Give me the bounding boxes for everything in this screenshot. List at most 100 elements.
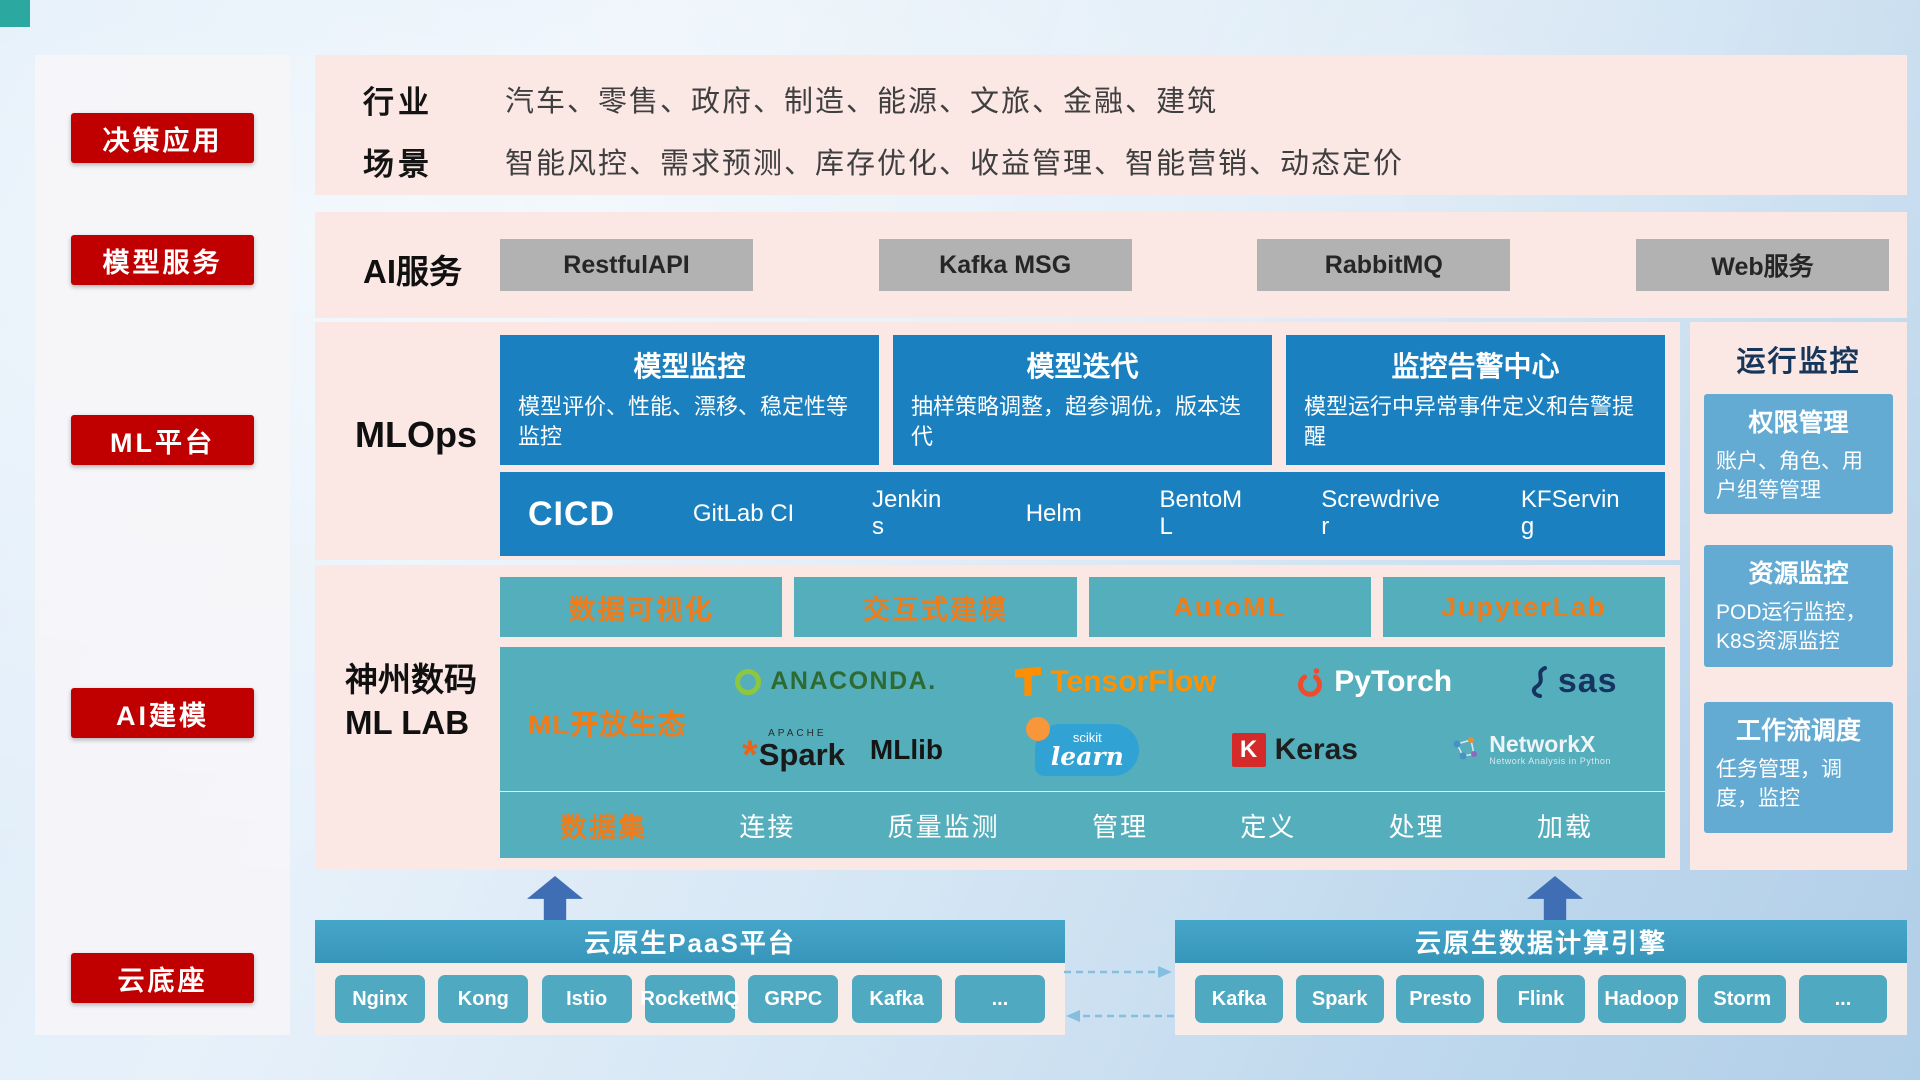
data-visualization-block: 数据可视化 <box>500 577 783 637</box>
scikit-wordmark: scikit <box>1072 729 1102 745</box>
cicd-bar: CICD GitLab CI Jenkins Helm BentoML Scre… <box>500 472 1665 556</box>
ecosystem-logos: ANACONDA. TensorFlow PyTorch <box>696 651 1657 787</box>
networkx-tagline: Network Analysis in Python <box>1489 756 1611 767</box>
kong-block: Kong <box>438 975 529 1023</box>
sidebar-item-ml-platform: ML平台 <box>71 415 254 465</box>
ml-lab-panel: 神州数码 ML LAB 数据可视化 交互式建模 AutoML JupyterLa… <box>315 565 1680 870</box>
rocketmq-block: RocketMQ <box>641 975 739 1023</box>
dataset-quality-item: 质量监测 <box>887 811 1000 842</box>
kafka-engine-block: Kafka <box>1195 975 1283 1023</box>
card-desc: 抽样策略调整，超参调优，版本迭代 <box>911 394 1242 449</box>
scenario-label: 场景 <box>363 146 433 182</box>
more-block: ... <box>954 975 1045 1023</box>
ml-ecosystem-label: ML开放生态 <box>528 709 687 740</box>
cicd-label: CICD <box>528 494 616 533</box>
permission-management-card: 权限管理 账户、角色、用户组等管理 <box>1704 394 1893 514</box>
industry-list: 汽车、零售、政府、制造、能源、文旅、金融、建筑 <box>505 86 1219 118</box>
scenario-row: 场景 智能风控、需求预测、库存优化、收益管理、智能营销、动态定价 <box>363 139 1402 183</box>
sidebar-item-cloud-base: 云底座 <box>71 953 254 1003</box>
card-desc: 账户、角色、用户组等管理 <box>1716 450 1863 503</box>
up-arrow-paas <box>527 876 583 920</box>
ai-services-label: AI服务 <box>363 253 462 290</box>
dataset-define-item: 定义 <box>1240 811 1297 842</box>
industry-row: 行业 汽车、零售、政府、制造、能源、文旅、金融、建筑 <box>363 77 1216 121</box>
scikit-learn-logo: scikit learn <box>1026 716 1140 776</box>
spark-block: Spark <box>1295 975 1384 1023</box>
workflow-scheduling-card: 工作流调度 任务管理，调度，监控 <box>1704 702 1893 833</box>
keras-logo: K Keras <box>1231 732 1358 767</box>
up-arrow-engine <box>1527 876 1583 920</box>
rabbitmq-block: RabbitMQ <box>1257 239 1511 291</box>
kfserving-item: KFServing <box>1520 486 1620 540</box>
keras-icon: K <box>1231 732 1266 767</box>
card-title: 资源监控 <box>1748 560 1849 588</box>
pytorch-logo: PyTorch <box>1295 665 1452 699</box>
dataset-connect-item: 连接 <box>739 811 796 842</box>
model-monitoring-card: 模型监控 模型评价、性能、漂移、稳定性等监控 <box>500 335 879 465</box>
grpc-block: GRPC <box>748 975 839 1023</box>
ecosystem-logos-row-2: APACHE * Spark MLlib scikit learn <box>696 716 1657 776</box>
ai-services-buttons: RestfulAPI Kafka MSG RabbitMQ Web服务 <box>500 239 1889 291</box>
kafka-msg-block: Kafka MSG <box>878 239 1132 291</box>
sidebar-item-ai-modeling: AI建模 <box>71 688 254 738</box>
web-service-block: Web服务 <box>1635 239 1889 291</box>
sas-wordmark: sas <box>1557 662 1618 701</box>
nginx-block: Nginx <box>335 975 425 1023</box>
tensorflow-logo: TensorFlow <box>1015 664 1217 699</box>
arrow-left-head <box>1066 1010 1080 1022</box>
anaconda-icon <box>735 668 762 695</box>
kafka-block: Kafka <box>851 975 942 1023</box>
learn-wordmark: learn <box>1050 741 1124 771</box>
apache-wordmark: APACHE <box>768 728 827 740</box>
dataset-bar: 数据集 连接 质量监测 管理 定义 处理 加载 <box>500 792 1665 858</box>
istio-block: Istio <box>541 975 632 1023</box>
networkx-wordmark: NetworkX <box>1489 731 1596 758</box>
card-title: 模型迭代 <box>1026 351 1139 382</box>
scenario-list: 智能风控、需求预测、库存优化、收益管理、智能营销、动态定价 <box>505 148 1405 180</box>
pytorch-wordmark: PyTorch <box>1334 664 1453 698</box>
workbench-row: 数据可视化 交互式建模 AutoML JupyterLab <box>500 577 1665 637</box>
interactive-modeling-block: 交互式建模 <box>794 577 1077 637</box>
storm-block: Storm <box>1698 975 1787 1023</box>
mlops-label: MLOps <box>355 414 477 455</box>
paas-platform-title: 云原生PaaS平台 <box>315 920 1065 963</box>
scikit-learn-icon: scikit learn <box>1026 716 1140 776</box>
anaconda-logo: ANACONDA. <box>735 667 936 696</box>
industry-scenario-panel: 行业 汽车、零售、政府、制造、能源、文旅、金融、建筑 场景 智能风控、需求预测、… <box>315 55 1907 195</box>
industry-label: 行业 <box>363 84 433 120</box>
model-iteration-card: 模型迭代 抽样策略调整，超参调优，版本迭代 <box>893 335 1272 465</box>
card-desc: 模型评价、性能、漂移、稳定性等监控 <box>518 394 849 449</box>
mlops-panel: MLOps 模型监控 模型评价、性能、漂移、稳定性等监控 模型迭代 抽样策略调整… <box>315 322 1680 560</box>
bentoml-item: BentoML <box>1159 486 1243 540</box>
ml-lab-label: 神州数码 ML LAB <box>345 661 477 741</box>
keras-wordmark: Keras <box>1274 732 1358 766</box>
tensorflow-icon <box>1015 666 1041 697</box>
mlops-cards: 模型监控 模型评价、性能、漂移、稳定性等监控 模型迭代 抽样策略调整，超参调优，… <box>500 335 1665 465</box>
spark-wordmark: Spark <box>758 737 845 773</box>
sas-icon <box>1531 665 1547 698</box>
dataset-label: 数据集 <box>560 812 647 843</box>
ai-services-panel: AI服务 RestfulAPI Kafka MSG RabbitMQ Web服务 <box>315 212 1907 318</box>
pytorch-icon <box>1298 667 1323 697</box>
data-engine-items: Kafka Spark Presto Flink Hadoop Storm ..… <box>1175 963 1907 1035</box>
data-engine-title: 云原生数据计算引擎 <box>1175 920 1907 963</box>
mllib-wordmark: MLlib <box>869 733 943 765</box>
operation-monitoring-title: 运行监控 <box>1736 346 1861 378</box>
sidebar: 决策应用 模型服务 ML平台 AI建模 云底座 <box>35 55 290 1035</box>
arrow-right-head <box>1158 966 1172 978</box>
card-title: 模型监控 <box>633 351 746 382</box>
sidebar-item-model-service: 模型服务 <box>71 235 254 285</box>
ecosystem-logos-row-1: ANACONDA. TensorFlow PyTorch <box>696 662 1657 701</box>
card-desc: 任务管理，调度，监控 <box>1716 758 1842 811</box>
ml-ecosystem-box: ML开放生态 ANACONDA. TensorFlow <box>500 647 1665 791</box>
jupyterlab-block: JupyterLab <box>1382 577 1665 637</box>
dataset-process-item: 处理 <box>1388 811 1445 842</box>
card-desc: 模型运行中异常事件定义和告警提醒 <box>1304 394 1635 449</box>
networkx-icon <box>1453 736 1478 760</box>
dashed-exchange-arrows <box>1064 966 1174 1022</box>
tensorflow-wordmark: TensorFlow <box>1050 664 1217 698</box>
networkx-logo: NetworkX Network Analysis in Python <box>1450 731 1611 767</box>
card-title: 工作流调度 <box>1735 717 1861 745</box>
sidebar-item-decision-apps: 决策应用 <box>71 113 254 163</box>
